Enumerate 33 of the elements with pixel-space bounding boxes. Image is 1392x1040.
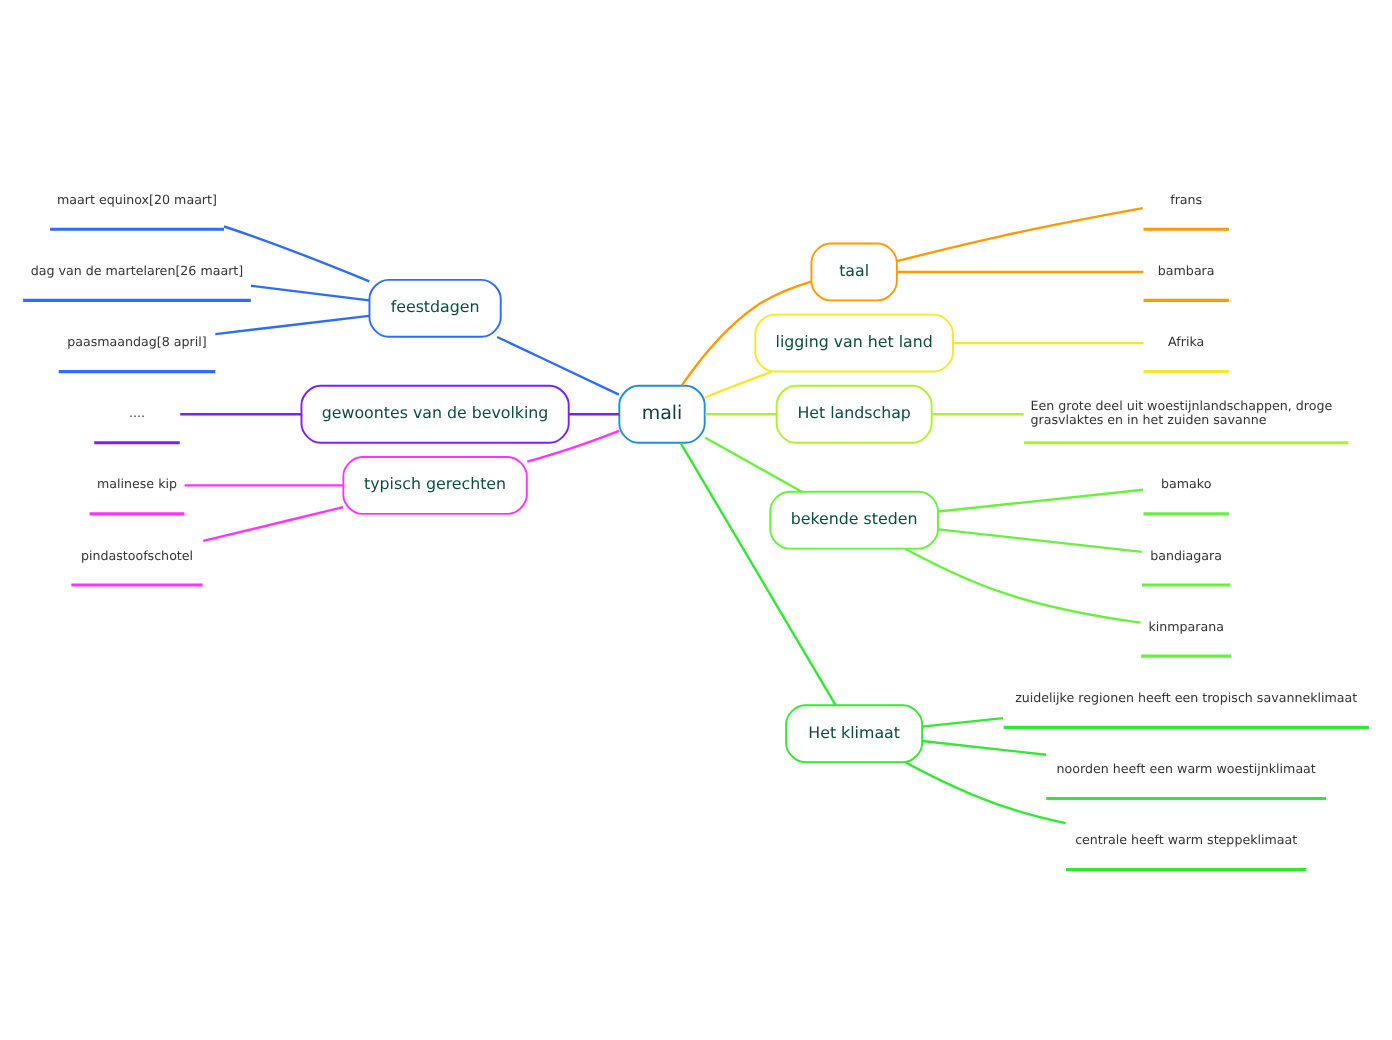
connector xyxy=(922,715,1004,727)
connector xyxy=(180,412,302,415)
connector xyxy=(568,412,620,415)
connector xyxy=(223,224,370,282)
node-box: mali xyxy=(618,383,706,443)
connector xyxy=(905,546,1141,623)
node-box: taal xyxy=(810,241,898,301)
node-box: bekende steden xyxy=(769,489,939,549)
connector xyxy=(938,527,1142,553)
connector xyxy=(704,435,803,492)
connector xyxy=(184,483,344,486)
connector xyxy=(496,334,620,395)
node-box: ligging van het land xyxy=(754,312,954,372)
connector xyxy=(922,738,1047,755)
connector xyxy=(896,206,1143,262)
connector xyxy=(679,441,837,705)
node-box: typisch gerechten xyxy=(342,455,528,514)
connector xyxy=(250,283,370,301)
connector xyxy=(680,279,812,386)
connector xyxy=(203,505,344,542)
connector xyxy=(526,428,620,462)
connector xyxy=(705,412,777,415)
connector xyxy=(897,269,1144,273)
node-box: feestdagen xyxy=(368,277,502,337)
node-box: Het landschap xyxy=(775,383,933,443)
node-box: Het klimaat xyxy=(785,703,924,763)
connector xyxy=(932,412,1024,415)
node-box: gewoontes van de bevolking xyxy=(300,383,570,443)
connector xyxy=(704,369,773,398)
connector xyxy=(905,760,1066,824)
connector xyxy=(953,340,1144,344)
connector xyxy=(938,487,1144,512)
connector xyxy=(215,313,370,335)
